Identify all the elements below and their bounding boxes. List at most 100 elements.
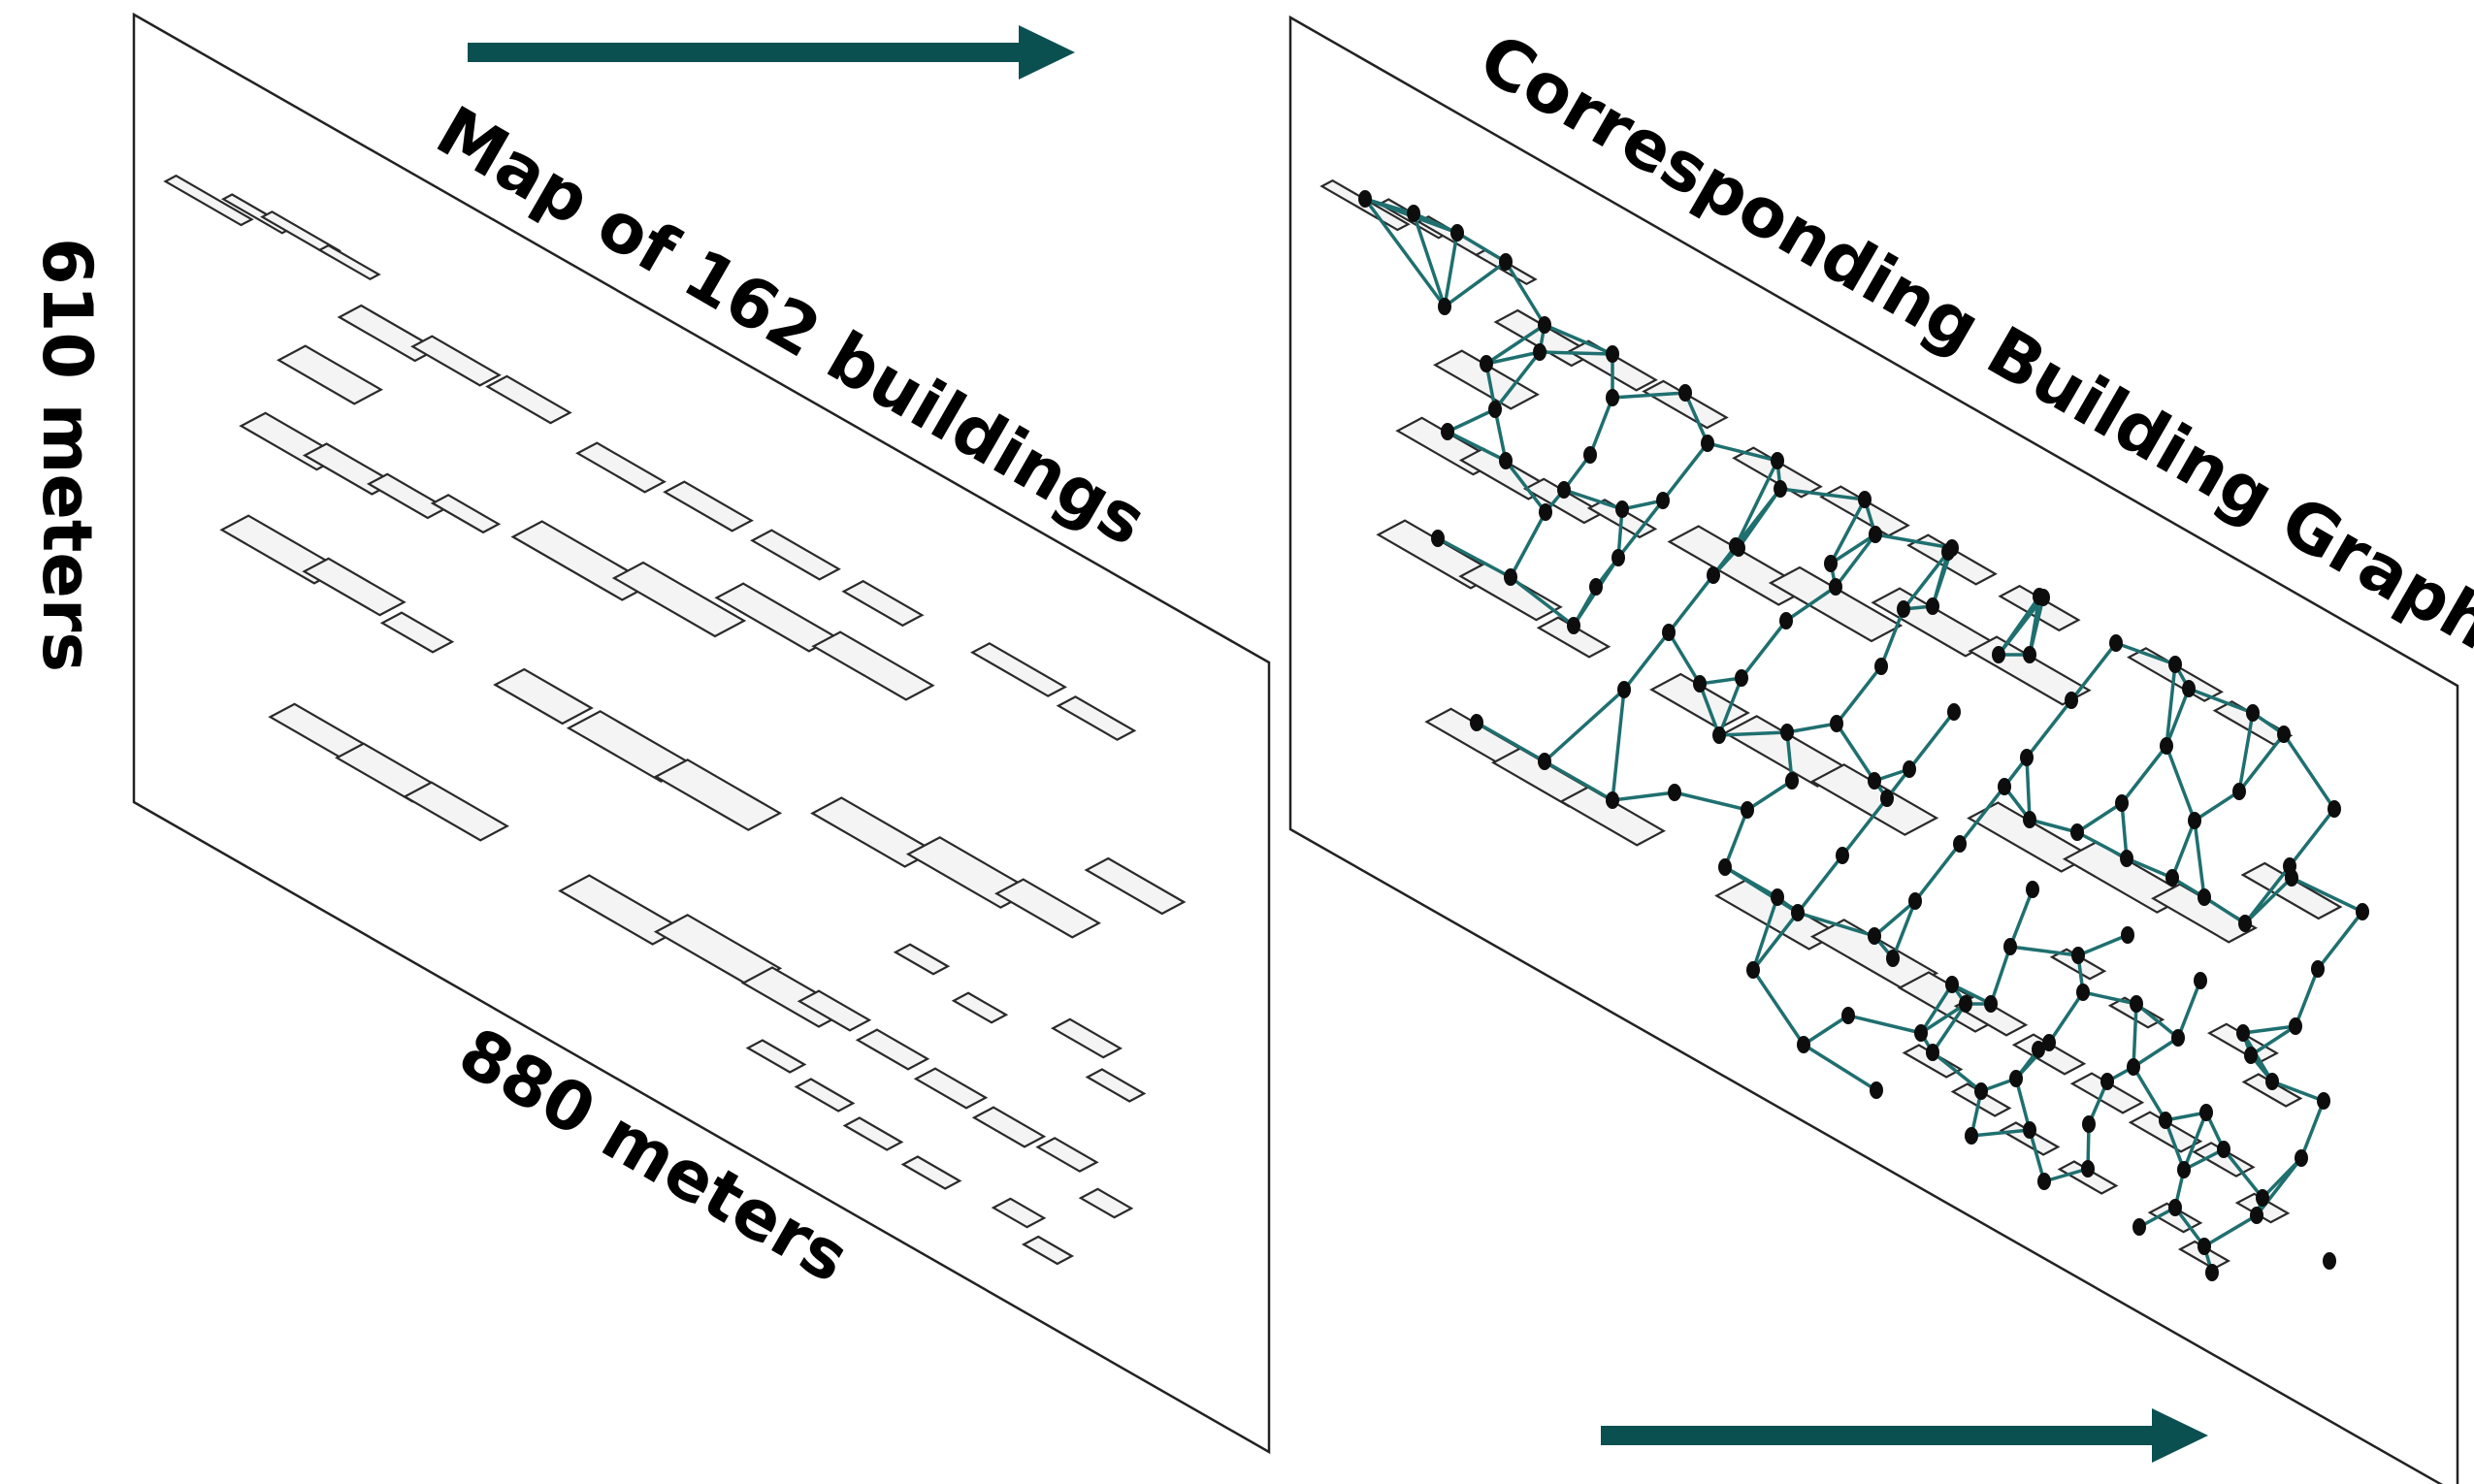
graph-edge: [1785, 585, 1837, 623]
graph-edge: [2237, 712, 2255, 792]
graph-node: [1538, 316, 1551, 334]
graph-node: [2009, 1070, 2023, 1087]
graph-node: [1868, 772, 1881, 790]
graph-edge: [1544, 759, 1613, 802]
building-footprint: [2062, 841, 2192, 914]
graph-edge: [1588, 397, 1614, 456]
bottom-arrow: [1601, 1408, 2208, 1463]
graph-edge: [1751, 911, 1800, 972]
graph-edge: [2176, 980, 2202, 1039]
graph-edge: [1456, 231, 1507, 264]
graph-edge: [2299, 1100, 2326, 1159]
graph-node: [2032, 1041, 2045, 1058]
graph-node: [2197, 888, 2211, 906]
graph-edge: [2164, 1119, 2186, 1171]
graph-node: [2082, 1115, 2096, 1133]
graph-node: [2081, 1160, 2095, 1178]
graph-node: [2311, 960, 2325, 978]
graph-edge: [2173, 1206, 2206, 1248]
graph-node: [2256, 1189, 2269, 1207]
building-footprint: [219, 514, 343, 585]
building-footprint: [913, 1067, 989, 1110]
graph-node: [1718, 858, 1732, 876]
building-footprint: [1376, 519, 1500, 590]
graph-edge: [1803, 1043, 1877, 1092]
graph-node: [1880, 790, 1894, 807]
graph-edge: [1363, 197, 1447, 308]
graph-node: [1480, 355, 1493, 372]
graph-edge: [1989, 946, 2012, 1005]
graph-node: [1693, 675, 1707, 693]
left-plane: [132, 12, 1271, 1455]
graph-node: [1746, 961, 1760, 979]
graph-node: [1965, 1127, 1978, 1145]
building-footprint: [994, 878, 1101, 939]
graph-edge: [2316, 910, 2364, 971]
graph-edge: [1616, 499, 1665, 560]
graph-node: [1824, 555, 1838, 572]
graph-edge: [1891, 900, 1917, 959]
graph-node: [2168, 656, 2182, 673]
graph-edge: [1485, 350, 1541, 366]
graph-node: [1841, 1007, 1855, 1024]
top-arrow: [468, 25, 1075, 80]
graph-node: [1606, 791, 1619, 809]
graph-edge: [1797, 911, 1875, 938]
graph-node: [1914, 1024, 1928, 1042]
building-footprint: [663, 480, 754, 532]
graph-edge: [1751, 969, 1806, 1046]
graph-edge: [2165, 688, 2191, 747]
graph-edge: [1931, 1050, 1983, 1093]
graph-node: [1974, 1082, 1988, 1100]
building-footprint: [750, 529, 841, 581]
graph-edge: [1563, 488, 1623, 511]
building-footprint: [1056, 695, 1137, 741]
graph-edge: [1718, 730, 1788, 737]
graph-node: [2003, 938, 2017, 955]
graph-node: [2042, 1034, 2056, 1051]
graph-node: [1780, 724, 1794, 741]
graph-edge: [2134, 1002, 2180, 1040]
graph-node: [2328, 800, 2341, 818]
graph-node: [2250, 1207, 2263, 1224]
building-footprint: [714, 582, 838, 653]
graph-edge: [2132, 1066, 2167, 1121]
graph-node: [1504, 568, 1517, 586]
graph-edge: [1879, 608, 1905, 667]
building-footprint: [575, 441, 667, 494]
graph-node: [2238, 915, 2252, 932]
graph-node: [1953, 835, 1967, 853]
graph-edge: [1622, 630, 1671, 692]
graph-edge: [1872, 899, 1917, 938]
graph-node: [1735, 669, 1748, 687]
building-footprint: [566, 710, 696, 783]
graph-edge: [1485, 323, 1546, 366]
building-footprint: [1536, 616, 1611, 659]
graph-node: [1729, 537, 1742, 555]
graph-node: [1583, 446, 1597, 464]
graph-edge: [2194, 790, 2240, 823]
graph-edge: [2250, 1024, 2296, 1057]
graph-edge: [1707, 441, 1778, 463]
building-footprint: [1768, 565, 1904, 643]
graph-edge: [2029, 818, 2078, 834]
graph-node: [1701, 435, 1714, 452]
graph-node: [2277, 726, 2291, 743]
graph-edge: [2165, 745, 2197, 822]
graph-edge: [1621, 499, 1664, 511]
graph-node: [1606, 345, 1619, 363]
graph-edge: [1723, 809, 1749, 868]
graph-edge: [1509, 575, 1576, 628]
graph-node: [2265, 1073, 2279, 1090]
graph-node: [1830, 715, 1843, 732]
graph-node: [1959, 995, 1972, 1013]
graph-edge: [1611, 790, 1676, 802]
graph-node: [1947, 703, 1961, 721]
graph-node: [1499, 452, 1513, 469]
building-footprint: [317, 243, 381, 281]
graph-node: [1662, 624, 1676, 641]
graph-edge: [2243, 864, 2292, 925]
building-footprint: [558, 874, 684, 946]
graph-edge: [2025, 698, 2073, 759]
